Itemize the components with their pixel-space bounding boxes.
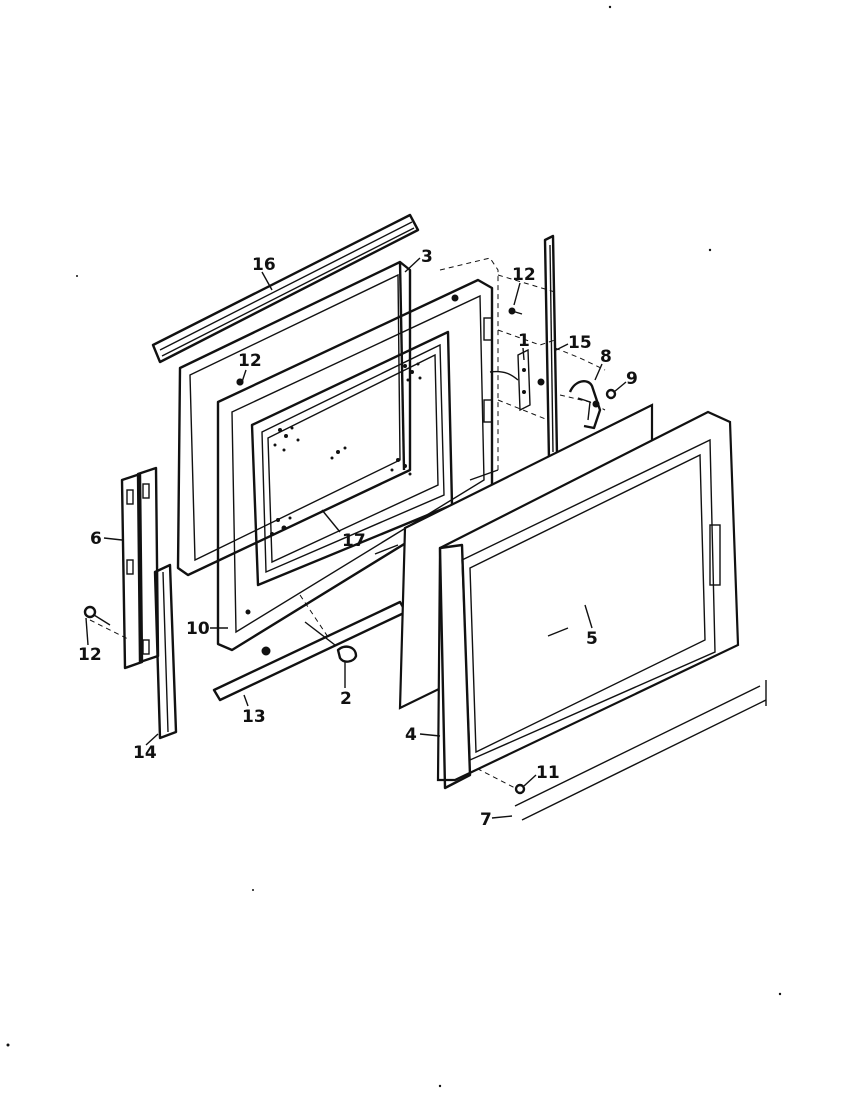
callout-1: 1 — [518, 331, 530, 351]
callout-13: 13 — [242, 707, 266, 727]
callout-7: 7 — [480, 810, 492, 830]
part-12-screw-top — [508, 307, 523, 315]
callout-16: 16 — [252, 255, 276, 275]
part-2-clip — [304, 621, 358, 663]
part-17-window-glass — [267, 353, 439, 564]
part-11-screw — [514, 783, 526, 795]
part-16-top-trim — [151, 213, 420, 364]
callout-6: 6 — [90, 529, 102, 549]
part-1-bracket — [489, 348, 531, 412]
callout-15: 15 — [568, 333, 592, 353]
callout-3: 3 — [421, 247, 433, 267]
callout-12-left: 12 — [78, 645, 102, 665]
callout-17: 17 — [342, 531, 366, 551]
part-13-bottom-rod — [212, 600, 408, 702]
callout-8: 8 — [600, 347, 612, 367]
callout-11: 11 — [536, 763, 560, 783]
part-12-screw-left — [83, 605, 111, 626]
callout-14: 14 — [133, 743, 157, 763]
scan-specks — [6, 5, 782, 1088]
part-8-hinge — [568, 380, 602, 430]
leader-lines — [85, 257, 627, 819]
callout-10: 10 — [186, 619, 210, 639]
callout-12-frame: 12 — [238, 351, 262, 371]
callout-9: 9 — [626, 369, 638, 389]
part-12-screw-frame — [236, 378, 244, 386]
part-6-side-bracket — [120, 466, 160, 670]
part-15-hinge-channel — [537, 234, 559, 462]
part-3-inner-liner — [176, 260, 412, 577]
callout-2: 2 — [340, 689, 352, 709]
callout-12-top: 12 — [512, 265, 536, 285]
callout-5: 5 — [586, 629, 598, 649]
part-14-side-gasket — [153, 563, 178, 740]
callout-labels: 16 3 12 12 1 15 8 9 6 17 5 12 10 2 13 14… — [78, 247, 638, 830]
part-9-nut — [605, 388, 617, 400]
part-4-outer-door — [436, 410, 740, 790]
callout-4: 4 — [405, 725, 417, 745]
part-7-bottom-trim — [514, 680, 767, 821]
